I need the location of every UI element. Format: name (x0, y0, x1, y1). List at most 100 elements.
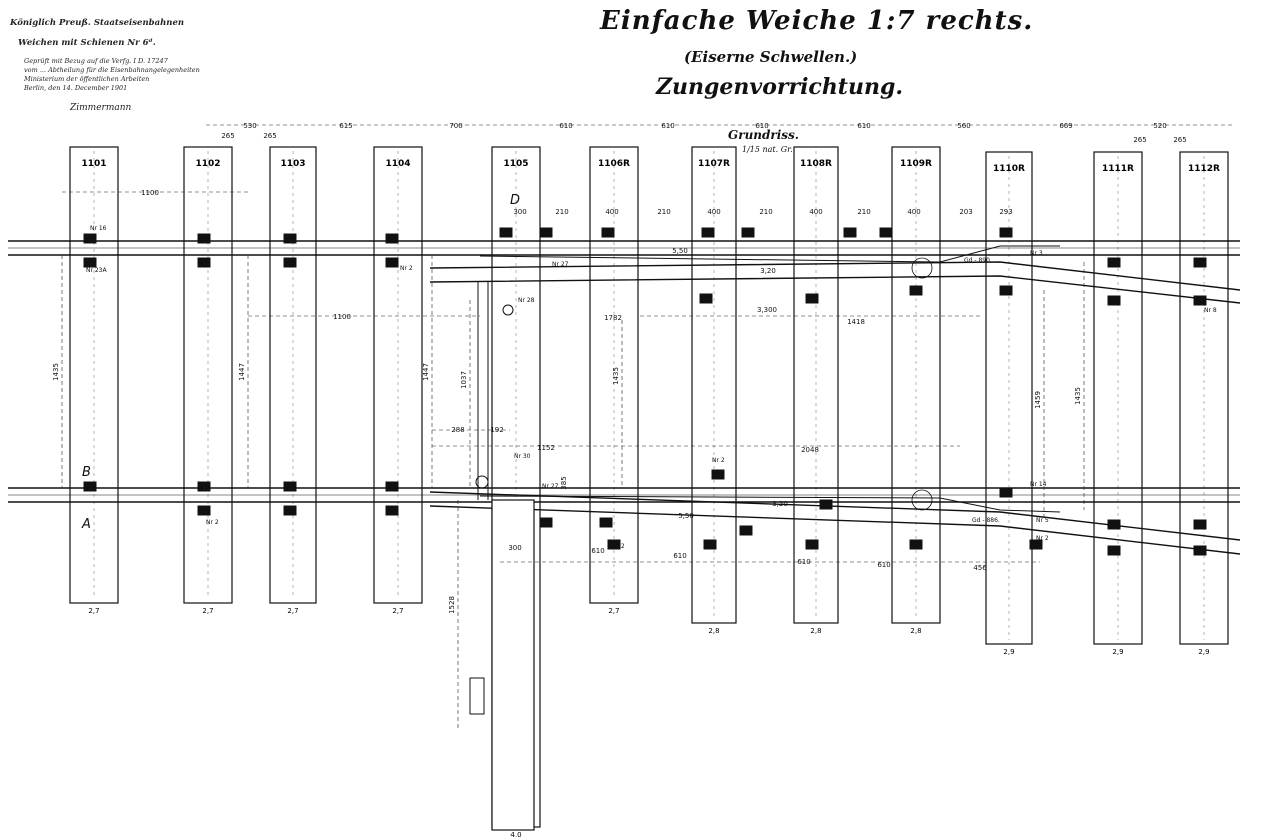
tongue-rail-bottom (479, 495, 1061, 513)
top-dim-520: 520 (1153, 122, 1166, 130)
dimension-labels: 1100 1100 1435 1447 1447 1037 1435 1459 … (52, 189, 1082, 614)
top-dim-669: 669 (1059, 122, 1072, 130)
approval-line-4: Berlin, den 14. December 1901 (24, 84, 128, 92)
main-rail-bottom (8, 487, 1240, 503)
rail-fastening-plate (385, 481, 399, 492)
rail-fastening-plate (385, 233, 399, 244)
rail-fastening-plate (499, 227, 513, 238)
switch-stand (491, 499, 535, 831)
diverging-rail-top (429, 261, 1241, 291)
sleeper-number: 1104 (385, 159, 410, 169)
sleeper-weight: 2,9 (1112, 648, 1123, 656)
rail-fastening-plate (805, 539, 819, 550)
label-gd890: Gd - 890. (964, 257, 992, 264)
approval-note: Geprüft mit Bezug auf die Verfg. I D. 17… (24, 57, 200, 93)
label-nr2b: Nr 2 (206, 519, 219, 526)
dim-550a: 5,50 (672, 247, 688, 255)
top-dim-700: 700 (449, 122, 462, 130)
approval-line-2: vom ... Abtheilung für die Eisenbahnange… (24, 66, 200, 74)
sleeper-weight: 2,8 (910, 627, 921, 635)
label-gd886: Gd - 886. (972, 517, 1000, 524)
diverging-rail-bottom-2 (429, 505, 1241, 555)
rail-fastening-plate (197, 257, 211, 268)
dim-300a: 300 (513, 208, 526, 216)
rail-fastening-plate (385, 257, 399, 268)
label-nr16: Nr 16 (90, 225, 107, 232)
dim-288: 288 (451, 426, 464, 434)
rail-fastening-plate (703, 539, 717, 550)
sleeper-weight: 4,0 (510, 831, 521, 837)
sleepers-layer: 11012,711022,711032,711042,711054,01106R… (69, 146, 1229, 837)
rail-fastening-plate (739, 525, 753, 536)
dim-456: 456 (973, 564, 987, 572)
dim-400b: 400 (707, 208, 720, 216)
dim-210d: 210 (857, 208, 870, 216)
dim-385: 385 (560, 476, 568, 489)
pivot-bottom (475, 475, 489, 489)
gauge-circle-bottom (911, 489, 933, 511)
dim-210c: 210 (759, 208, 772, 216)
top-dim-610d: 610 (857, 122, 870, 130)
label-nr5: Nr 5 (1036, 517, 1049, 524)
dim-1435a: 1435 (52, 363, 60, 381)
dim-1782: 1782 (604, 314, 622, 322)
sleeper-number: 1112R (1188, 164, 1220, 174)
dim-1447b: 1447 (422, 363, 430, 381)
dim-210b: 210 (657, 208, 670, 216)
top-dim-265c: 265 (1133, 136, 1146, 144)
rail-fastening-plate (1107, 295, 1121, 306)
dim-2048: 2048 (801, 446, 819, 454)
dim-210a: 210 (555, 208, 568, 216)
part-labels: Nr 16 Nr 23A Nr 2 Nr 2 Nr 27 Nr 27 Nr 28… (81, 193, 1217, 550)
drawing-subtitle: (Eiserne Schwellen.) (684, 48, 858, 66)
dim-320a: 3,20 (760, 267, 776, 275)
label-nr28: Nr 28 (518, 297, 535, 304)
dim-1435b: 1435 (612, 367, 620, 385)
counterweight (469, 677, 485, 715)
main-rail-top (8, 240, 1240, 256)
rail-fastening-plate (83, 257, 97, 268)
sleeper-weight: 2,7 (202, 607, 213, 615)
dim-610c: 610 (797, 558, 810, 566)
sleeper-number: 1105 (503, 159, 528, 169)
top-dim-610b: 610 (661, 122, 674, 130)
top-dim-265d: 265 (1173, 136, 1186, 144)
rail-fastening-plate (999, 285, 1013, 296)
authority-line: Königlich Preuß. Staatseisenbahnen (10, 18, 185, 28)
rail-fastening-plate (283, 481, 297, 492)
dim-610a: 610 (591, 547, 604, 555)
rail-fastening-plate (607, 539, 621, 550)
sleeper-number: 1101 (81, 159, 106, 169)
label-nr2e: Nr 2 (1036, 535, 1049, 542)
sleeper-number: 1109R (900, 159, 932, 169)
label-nr2c: Nr 2 (712, 457, 725, 464)
top-dim-560: 560 (957, 122, 970, 130)
dim-610d: 610 (877, 561, 890, 569)
label-letter-b: B (82, 465, 91, 480)
dim-1152: 1152 (537, 444, 555, 452)
rail-fastening-plate (1193, 295, 1207, 306)
rail-fastening-plate (711, 469, 725, 480)
dim-400d: 400 (907, 208, 920, 216)
label-nr2d: Nr 2 (612, 543, 625, 550)
rail-fastening-plate (741, 227, 755, 238)
label-nr27b: Nr 27 (542, 483, 559, 490)
sleeper-weight: 2,8 (708, 627, 719, 635)
dim-203: 203 (959, 208, 972, 216)
sleeper-number: 1108R (800, 159, 832, 169)
top-dim-615: 615 (339, 122, 352, 130)
top-dim-610c: 610 (755, 122, 768, 130)
label-nr23a: Nr 23A (86, 267, 107, 274)
rail-fastening-plate (699, 293, 713, 304)
label-nr2a: Nr 2 (400, 265, 413, 272)
tongue-rail-top (479, 245, 1060, 263)
label-letter-d: D (510, 193, 520, 208)
top-dim-265b: 265 (263, 132, 276, 140)
label-nr30: Nr 30 (514, 453, 531, 460)
dim-1100b: 1100 (333, 313, 351, 321)
rail-fastening-plate (539, 227, 553, 238)
authority-header: Königlich Preuß. Staatseisenbahnen Weich… (10, 18, 200, 113)
label-nr8: Nr 8 (1204, 307, 1217, 314)
approval-line-3: Ministerium der öffentlichen Arbeiten (24, 75, 150, 83)
top-dim-530: 530 (243, 122, 256, 130)
